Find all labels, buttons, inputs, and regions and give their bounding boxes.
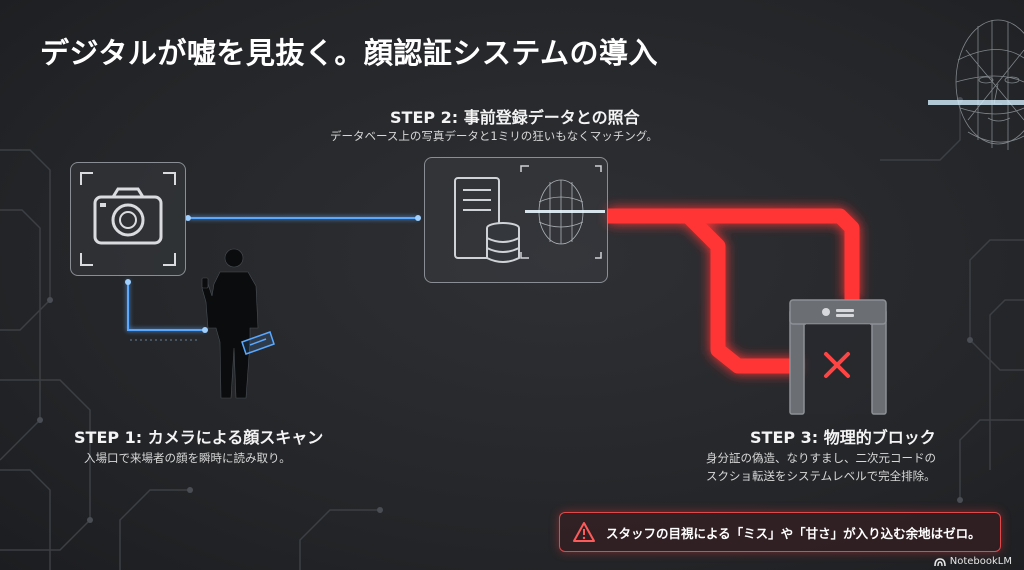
step3-desc-line1: 身分証の偽造、なりすまし、二次元コードの	[706, 451, 936, 465]
database-icon	[486, 222, 520, 263]
ticket-icon	[241, 331, 275, 355]
step3-desc-line2: スクショ転送をシステムレベルで完全排除。	[706, 469, 936, 483]
camera-icon	[80, 172, 176, 266]
link-node-down	[125, 279, 131, 285]
database-panel	[424, 157, 608, 283]
warning-banner: スタッフの目視による「ミス」や「甘さ」が入り込む余地はゼロ。	[559, 512, 1001, 552]
notebooklm-logo-icon	[933, 557, 946, 566]
person-silhouette	[201, 248, 275, 399]
server-icon	[454, 177, 500, 259]
step3-title: STEP 3: 物理的ブロック	[750, 428, 936, 447]
face-wireframe-icon	[928, 19, 1024, 150]
scan-link	[127, 217, 418, 331]
warning-icon	[573, 522, 595, 542]
database-graphic	[454, 165, 605, 263]
camera-panel	[70, 162, 186, 276]
block-path	[608, 208, 860, 374]
brand-text: NotebookLM	[949, 556, 1012, 567]
brand-label: NotebookLM	[933, 556, 1012, 567]
step2-title: STEP 2: 事前登録データとの照合	[390, 108, 640, 127]
gate-icon	[789, 299, 887, 415]
step1-title: STEP 1: カメラによる顔スキャン	[74, 428, 324, 447]
page-title: デジタルが嘘を見抜く。顔認証システムの導入	[40, 36, 659, 70]
link-node-right	[415, 215, 421, 221]
warning-text: スタッフの目視による「ミス」や「甘さ」が入り込む余地はゼロ。	[606, 525, 981, 541]
x-mark-icon	[824, 352, 850, 378]
link-node-end	[202, 327, 208, 333]
link-node-left	[185, 215, 191, 221]
circuit-traces	[0, 100, 1024, 570]
step2-desc: データベース上の写真データと1ミリの狂いもなくマッチング。	[330, 129, 658, 143]
face-scan-icon	[520, 165, 605, 259]
step1-desc: 入場口で来場者の顔を瞬時に読み取り。	[84, 451, 291, 465]
